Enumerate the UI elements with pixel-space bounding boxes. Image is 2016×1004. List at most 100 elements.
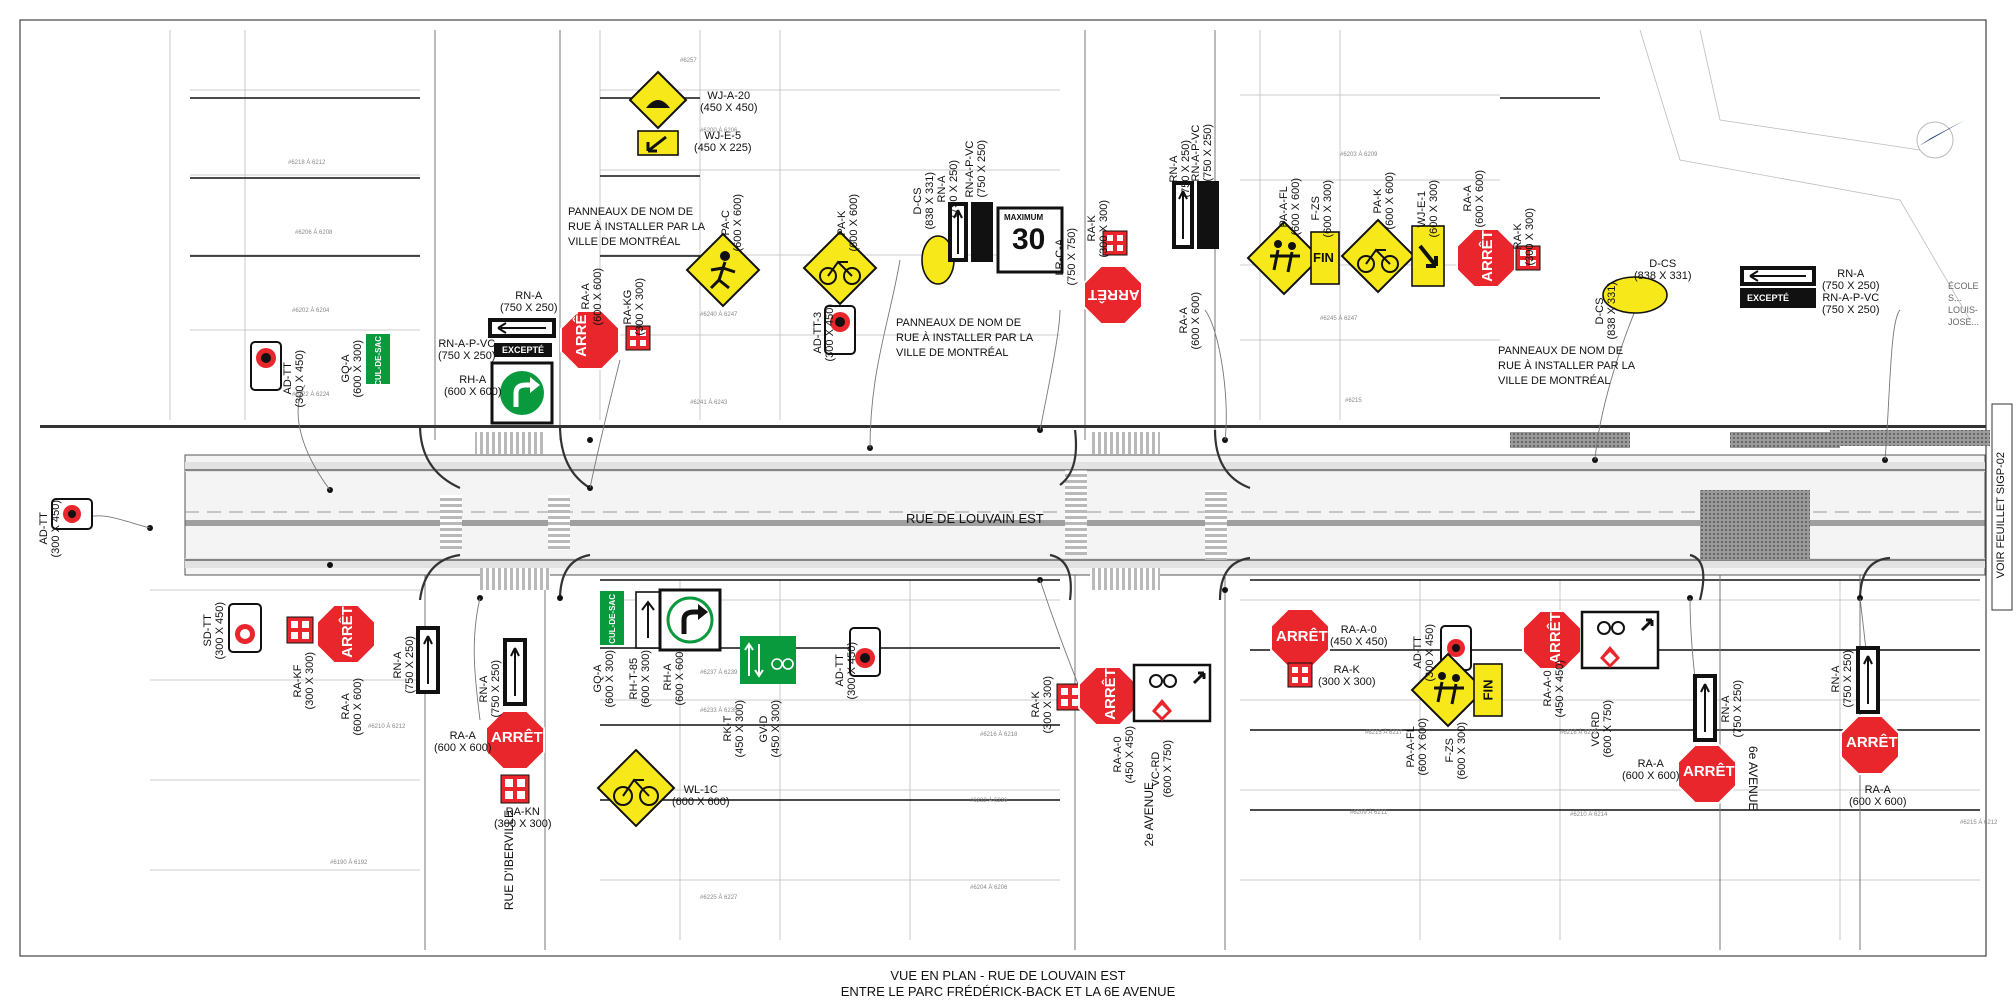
speed-limit-30-sign xyxy=(996,206,1064,274)
sign-label-vertical: RN-A(750 X 250) xyxy=(1830,650,1854,708)
cul-de-sac-text: CUL-DE-SAC xyxy=(608,594,617,644)
rue-de-louvain-roadway xyxy=(40,425,1986,576)
lot-number-label: #6210 À 6214 xyxy=(1570,812,1608,818)
continuation-note: VOIR FEUILLET SIGP-02 xyxy=(1995,452,2007,579)
rn-a-one-way-sign xyxy=(488,318,556,338)
pa-a-fl-school-crossing-sign xyxy=(1246,220,1322,296)
rn-a-vertical-sign xyxy=(503,638,527,706)
sign-label-vertical: LR-C-A(750 X 750) xyxy=(1054,228,1078,286)
sign-posts xyxy=(147,427,1888,601)
stop-sign-text: ARRÊT xyxy=(491,729,543,746)
cross-street-label: 6e AVENUE xyxy=(1746,746,1760,811)
lot-number-label: #6209 À 6211 xyxy=(1350,810,1387,816)
lot-number-label: #6241 À 6243 xyxy=(690,400,728,406)
stop-sign-text: ARRÊT xyxy=(338,606,356,658)
sign-label-vertical: RA-A(600 X 600) xyxy=(340,678,364,736)
sign-label-vertical: RA-K(300 X 300) xyxy=(1512,208,1536,266)
wj-a-20-speed-hump-sign xyxy=(628,70,688,130)
lot-number-label: #6245 À 6247 xyxy=(1320,316,1358,322)
sign-label: RN-A(750 X 250) xyxy=(1822,268,1880,292)
sign-label-vertical: RA-A-0(450 X 450) xyxy=(1112,726,1136,784)
lot-number-label: #6257 xyxy=(680,58,697,64)
sign-label-vertical: RN-A-P-VC(750 X 250) xyxy=(1190,124,1214,182)
sign-label: RN-A-P-VC(750 X 250) xyxy=(438,338,496,362)
sign-label-vertical: AD-TT(300 X 450) xyxy=(282,350,306,408)
rn-a-one-way-sign xyxy=(1740,266,1816,286)
sign-label: RA-A(600 X 600) xyxy=(1849,784,1907,808)
sign-label-vertical: RH-A(600 X 600) xyxy=(662,648,686,706)
lot-number-label: #6215 À 6217 xyxy=(1365,730,1403,736)
sign-label-vertical: RA-K(300 X 300) xyxy=(1086,200,1110,258)
drawing-caption: VUE EN PLAN - RUE DE LOUVAIN EST ENTRE L… xyxy=(0,968,2016,1000)
lot-number-label: #6225 À 6227 xyxy=(700,895,738,901)
sign-label-vertical: D-CS(838 X 331) xyxy=(1594,282,1618,340)
sign-label-vertical: RA-A(600 X 600) xyxy=(580,268,604,326)
curb-returns xyxy=(418,424,1891,601)
sign-label-vertical: GV-D(450 X 300) xyxy=(758,700,782,758)
school-label: ÉCOLE S... LOUIS-JOSE... xyxy=(1948,281,1980,327)
rn-a-vertical-sign xyxy=(1856,646,1880,714)
sign-label-vertical: RA-A(600 X 600) xyxy=(1462,170,1486,228)
stop-sign-text: ARRÊT xyxy=(1683,763,1735,780)
sign-label-vertical: RH-T-85(600 X 300) xyxy=(628,650,652,708)
north-arrow-icon xyxy=(1916,120,1965,159)
lot-number-label: #6202 À 6204 xyxy=(292,308,330,314)
cross-street-label: 2e AVENUE xyxy=(1142,782,1156,847)
cross-street-label: RUE D'IBERVILLE xyxy=(502,810,516,911)
pa-a-fl-school-crossing-sign xyxy=(1410,652,1486,728)
sign-label-vertical: RN-A(750 X 250) xyxy=(478,660,502,718)
cul-de-sac-text: CUL-DE-SAC xyxy=(374,336,383,386)
ra-k-plate xyxy=(1102,230,1128,256)
sign-label-vertical: SD-TT(300 X 450) xyxy=(202,602,226,660)
rn-a-vertical-sign xyxy=(416,626,440,694)
lot-number-label: #6215 À 6212 xyxy=(1960,820,1998,826)
main-street-label: RUE DE LOUVAIN EST xyxy=(906,511,1044,526)
lot-frontage-lines xyxy=(190,97,1980,811)
sign-label-vertical: RA-KG(300 X 300) xyxy=(622,278,646,336)
sign-label-vertical: GQ-A(600 X 300) xyxy=(592,650,616,708)
excepte-text: EXCEPTÉ xyxy=(494,343,553,357)
sign-label: RA-KN(300 X 300) xyxy=(494,806,552,830)
wj-e-1-arrow-plate xyxy=(1411,225,1445,287)
sign-label-vertical: RN-A-P-VC(750 X 250) xyxy=(964,140,988,198)
pa-c-school-crossing-sign xyxy=(685,232,761,308)
lot-number-label: #6222 À 6226 xyxy=(970,798,1008,804)
excepte-text: EXCEPTÉ xyxy=(1747,293,1790,303)
lot-number-label: #6200 À 6206 xyxy=(700,128,738,134)
rh-a-turn-sign xyxy=(490,361,554,425)
caption-line-2: ENTRE LE PARC FRÉDÉRICK-BACK ET LA 6E AV… xyxy=(840,984,1176,999)
sign-label: WL-1C(600 X 600) xyxy=(672,784,730,808)
lot-number-label: #6216 À 6218 xyxy=(980,732,1018,738)
ad-tt-3-sign xyxy=(824,305,856,355)
rn-a-vertical-sign xyxy=(948,202,968,262)
pa-k-bicycle-warning-sign xyxy=(802,230,878,306)
sign-label-vertical: RA-KF(300 X 300) xyxy=(292,652,316,710)
sign-label: RA-A(600 X 600) xyxy=(1622,758,1680,782)
sign-label-vertical: RN-A(750 X 250) xyxy=(392,636,416,694)
speed-limit-value: 30 xyxy=(1012,223,1046,256)
stop-sign-text: ARRÊT xyxy=(1546,612,1564,664)
rn-a-p-vc-excepte-plate xyxy=(971,202,993,262)
crosswalks xyxy=(440,430,1990,590)
lot-number-label: #6240 À 6247 xyxy=(700,312,738,318)
rn-a-vertical-sign xyxy=(1693,674,1717,742)
f-zs-end-plate xyxy=(1473,663,1503,717)
sign-label: RA-A-0(450 X 450) xyxy=(1330,624,1388,648)
ad-tt-sign xyxy=(849,627,881,677)
rn-a-vertical-sign xyxy=(1172,181,1194,249)
caption-line-1: VUE EN PLAN - RUE DE LOUVAIN EST xyxy=(890,968,1126,983)
sign-label: RN-A-P-VC(750 X 250) xyxy=(1822,292,1880,316)
lot-number-label: #6218 À 6219 xyxy=(1560,730,1598,736)
continuation-tab xyxy=(1991,403,2013,611)
lot-number-label: #6215 xyxy=(1345,398,1362,404)
stop-sign-text: ARRÊT xyxy=(1276,628,1328,645)
sign-label: RN-A(750 X 250) xyxy=(500,290,558,314)
sign-label-vertical: VC-RD(600 X 750) xyxy=(1590,700,1614,758)
lot-number-label: #6218 À 6212 xyxy=(288,160,326,166)
lot-number-label: #6190 À 6192 xyxy=(330,860,368,866)
stop-sign-text: ARRÊT xyxy=(1101,668,1119,720)
rh-t-85-sign xyxy=(635,591,661,649)
